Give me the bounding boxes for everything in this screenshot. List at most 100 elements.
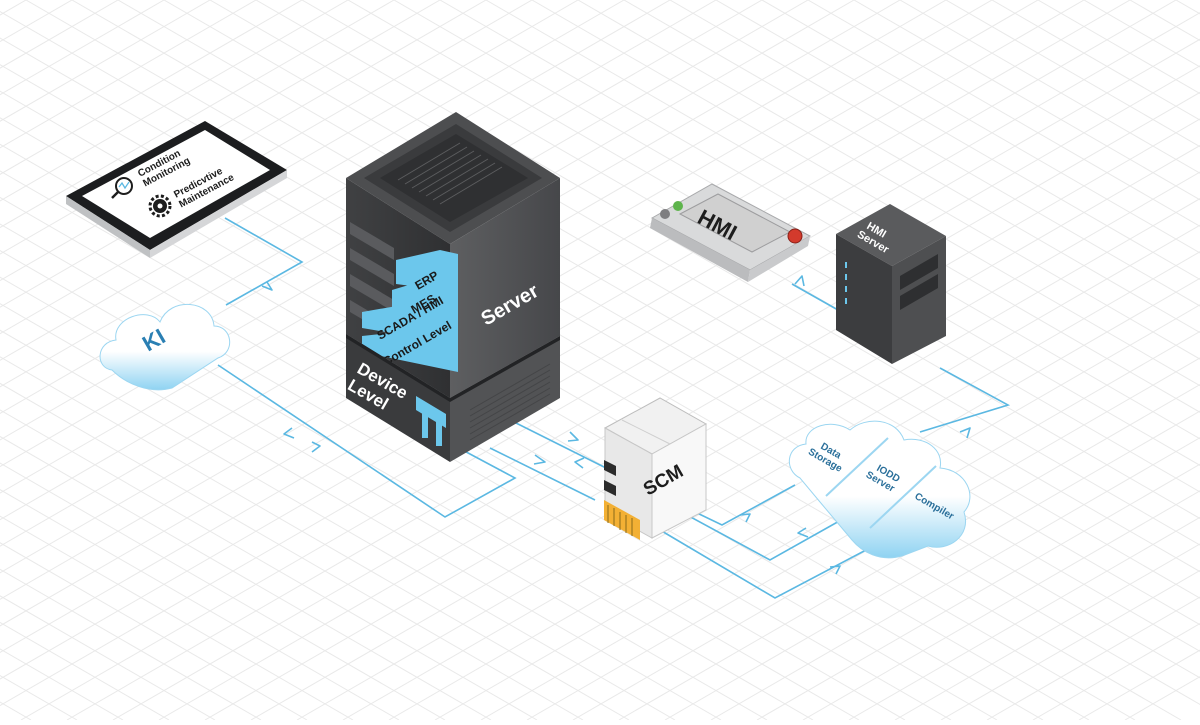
grid-line xyxy=(572,357,1200,721)
grid-line xyxy=(347,0,1200,493)
grid-line xyxy=(163,0,1200,599)
grid-line xyxy=(393,0,1200,466)
grid-line xyxy=(0,0,441,255)
grid-line xyxy=(0,435,492,721)
grid-line xyxy=(0,0,901,521)
grid-line xyxy=(1037,0,1200,95)
grid-line xyxy=(807,0,1200,227)
grid-line xyxy=(894,543,1200,721)
grid-line xyxy=(761,0,1200,254)
grid-line xyxy=(0,196,906,721)
grid-line xyxy=(301,0,1200,520)
grid-line xyxy=(0,170,952,721)
arrow-head xyxy=(261,281,273,291)
grid-line xyxy=(250,171,1200,721)
grid-line xyxy=(526,330,1200,721)
arrow-head xyxy=(574,457,585,469)
grid-line xyxy=(0,0,625,361)
grid-line xyxy=(0,0,257,149)
grid-line xyxy=(20,38,1200,721)
grid-line xyxy=(0,0,579,335)
grid-line xyxy=(204,144,1200,721)
grid-line xyxy=(296,198,1200,721)
arrow-head xyxy=(829,565,841,575)
grid-line xyxy=(0,674,78,721)
grid-line xyxy=(0,409,538,721)
grid-line xyxy=(802,490,1200,721)
svg-text:Device Level: Device Level xyxy=(345,359,416,422)
grid-line xyxy=(209,0,1200,573)
gear-icon xyxy=(148,194,172,218)
hmi-button xyxy=(660,209,670,219)
connection-cloud-hmiserver xyxy=(919,367,1011,433)
emergency-stop-button xyxy=(787,228,803,244)
grid-line xyxy=(848,516,1200,721)
grid-line xyxy=(899,0,1200,174)
arrow-head xyxy=(794,275,805,287)
grid-line xyxy=(664,410,1200,721)
scm-device: SCM xyxy=(603,397,708,540)
grid-line xyxy=(1124,676,1200,721)
grid-line xyxy=(0,0,349,202)
connection-scm-cloud-1 xyxy=(694,484,796,526)
grid-line xyxy=(0,489,400,721)
grid-line xyxy=(480,304,1200,721)
ki-cloud: KI xyxy=(99,304,230,391)
hmi-button xyxy=(673,201,683,211)
grid-line xyxy=(531,0,1200,387)
grid-line xyxy=(0,223,860,721)
grid-line xyxy=(0,356,630,721)
grid-line xyxy=(0,595,216,721)
arrow-head xyxy=(283,427,295,439)
grid-line xyxy=(710,437,1200,721)
grid-line xyxy=(0,515,354,721)
grid-line xyxy=(945,0,1200,148)
connection-arrows xyxy=(261,275,971,575)
arrow-head xyxy=(959,427,971,439)
grid-line xyxy=(623,0,1200,334)
grid-line xyxy=(0,0,855,494)
grid-line xyxy=(1078,649,1200,721)
hmi-panel: HMI xyxy=(650,183,812,282)
grid-line xyxy=(0,382,584,721)
connection-ki-device xyxy=(217,364,517,518)
connection-tower-scm-2 xyxy=(489,447,596,501)
arrow-head xyxy=(311,441,321,453)
grid-line xyxy=(0,0,717,414)
grid-line xyxy=(117,0,1200,626)
connection-scm-cloud-3 xyxy=(659,529,886,599)
connection-hmiserver-hmi xyxy=(791,283,839,311)
scm-ports xyxy=(604,460,640,540)
grid-line xyxy=(1129,0,1200,41)
grid-line xyxy=(991,0,1200,121)
grid-line xyxy=(669,0,1200,307)
layer-tab-scada xyxy=(362,302,458,344)
connection-tower-scm-1 xyxy=(509,419,611,471)
arrow-head xyxy=(797,527,809,538)
layer-tab-control xyxy=(362,330,458,372)
grid-line xyxy=(0,329,676,721)
cloud-services: Data Storage IODD Server Compiler xyxy=(789,420,971,559)
grid-line xyxy=(0,568,262,721)
grid-line xyxy=(940,569,1200,721)
grid-line xyxy=(434,277,1200,721)
hmi-server: HMI Server xyxy=(836,204,946,364)
sensor-icon xyxy=(416,396,446,446)
grid-line xyxy=(0,542,308,721)
magnifier-chart-icon xyxy=(115,177,133,195)
grid-line xyxy=(618,383,1200,721)
tablet: Condition Monitoring Predicvtive Mainten… xyxy=(66,121,287,258)
connection-tablet-ki xyxy=(224,217,304,306)
grid-line xyxy=(0,0,303,175)
grid-line xyxy=(0,0,73,43)
arrow-head xyxy=(533,454,546,465)
grid-line xyxy=(0,0,211,122)
grid-line xyxy=(388,251,1200,721)
server-tower: ERP MES SCADA / HMI Control Level Server… xyxy=(345,112,560,462)
grid-line xyxy=(439,0,1200,440)
grid-line xyxy=(25,0,1200,679)
grid-line xyxy=(485,0,1200,413)
